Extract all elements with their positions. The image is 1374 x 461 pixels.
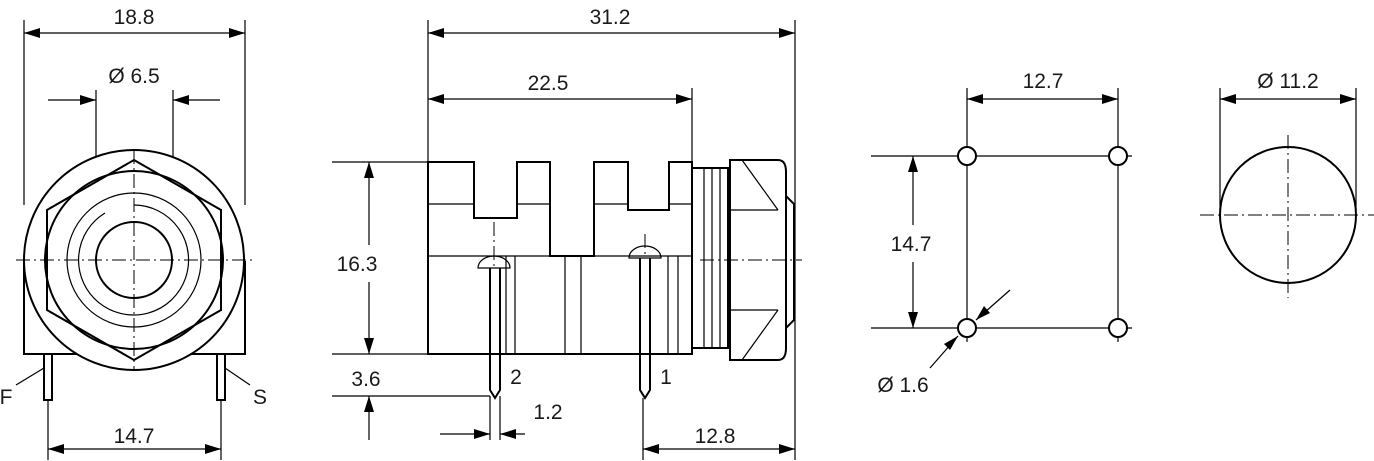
footprint-height-label: 14.7 (891, 233, 932, 256)
side-pin-offset-label: 12.8 (695, 425, 736, 448)
side-pin-width-dimension: 1.2 (440, 401, 563, 439)
front-pin-f (43, 353, 53, 401)
cutout-diameter-label: Ø 11.2 (1257, 70, 1318, 93)
front-bore-dimension: Ø 6.5 (48, 65, 220, 105)
spring-contact (77, 204, 190, 316)
pin-s-label: S (253, 386, 267, 409)
footprint-hole-top-left (957, 146, 977, 166)
side-thread-end (785, 195, 795, 329)
footprint-hole-bottom-left (957, 318, 977, 338)
front-pin-spacing-dimension: 14.7 (48, 425, 221, 454)
footprint-hole-dimension: Ø 1.6 (877, 289, 1011, 397)
side-bushing (691, 167, 729, 349)
side-pin-2 (489, 268, 501, 400)
side-pin-length-dimension: 3.6 (351, 368, 381, 440)
side-height-label: 16.3 (337, 253, 378, 276)
side-length-label: 31.2 (590, 6, 631, 29)
side-pin-1 (639, 258, 651, 400)
side-body-length-label: 22.5 (528, 72, 569, 95)
front-bore-label: Ø 6.5 (108, 65, 159, 88)
footprint-hole-bottom-right (1108, 318, 1128, 338)
lug-cap-1 (628, 245, 662, 259)
front-pin-s (216, 353, 226, 401)
footprint-width-label: 12.7 (1023, 70, 1064, 93)
footprint-height-dimension: 14.7 (891, 156, 932, 328)
side-height-dimension: 16.3 (337, 162, 378, 354)
lug-cap-2 (477, 255, 511, 269)
front-width-label: 18.8 (114, 6, 155, 29)
side-pin-width-label: 1.2 (533, 401, 562, 424)
side-hex-nut (729, 159, 787, 361)
front-pin-spacing-label: 14.7 (114, 425, 155, 448)
side-view: 31.2 22.5 16.3 3.6 1. (332, 6, 802, 460)
side-length-dimension: 31.2 (428, 6, 795, 38)
footprint-width-dimension: 12.7 (967, 70, 1118, 104)
side-pin-offset-dimension: 12.8 (643, 425, 795, 454)
cutout-diameter-dimension: Ø 11.2 (1220, 70, 1356, 104)
pin-2-label: 2 (510, 366, 522, 389)
front-view: 18.8 Ø 6.5 F S 1 (0, 6, 267, 460)
footprint-hole-label: Ø 1.6 (877, 374, 928, 397)
pin-f-label: F (0, 386, 12, 409)
footprint-hole-top-right (1108, 146, 1128, 166)
pin-1-label: 1 (660, 366, 672, 389)
panel-cutout: Ø 11.2 (1200, 70, 1374, 298)
pcb-footprint: 12.7 14.7 Ø 1.6 (871, 70, 1132, 397)
front-width-dimension: 18.8 (24, 6, 245, 38)
side-pin-length-label: 3.6 (351, 368, 380, 391)
side-body-length-dimension: 22.5 (428, 72, 692, 104)
